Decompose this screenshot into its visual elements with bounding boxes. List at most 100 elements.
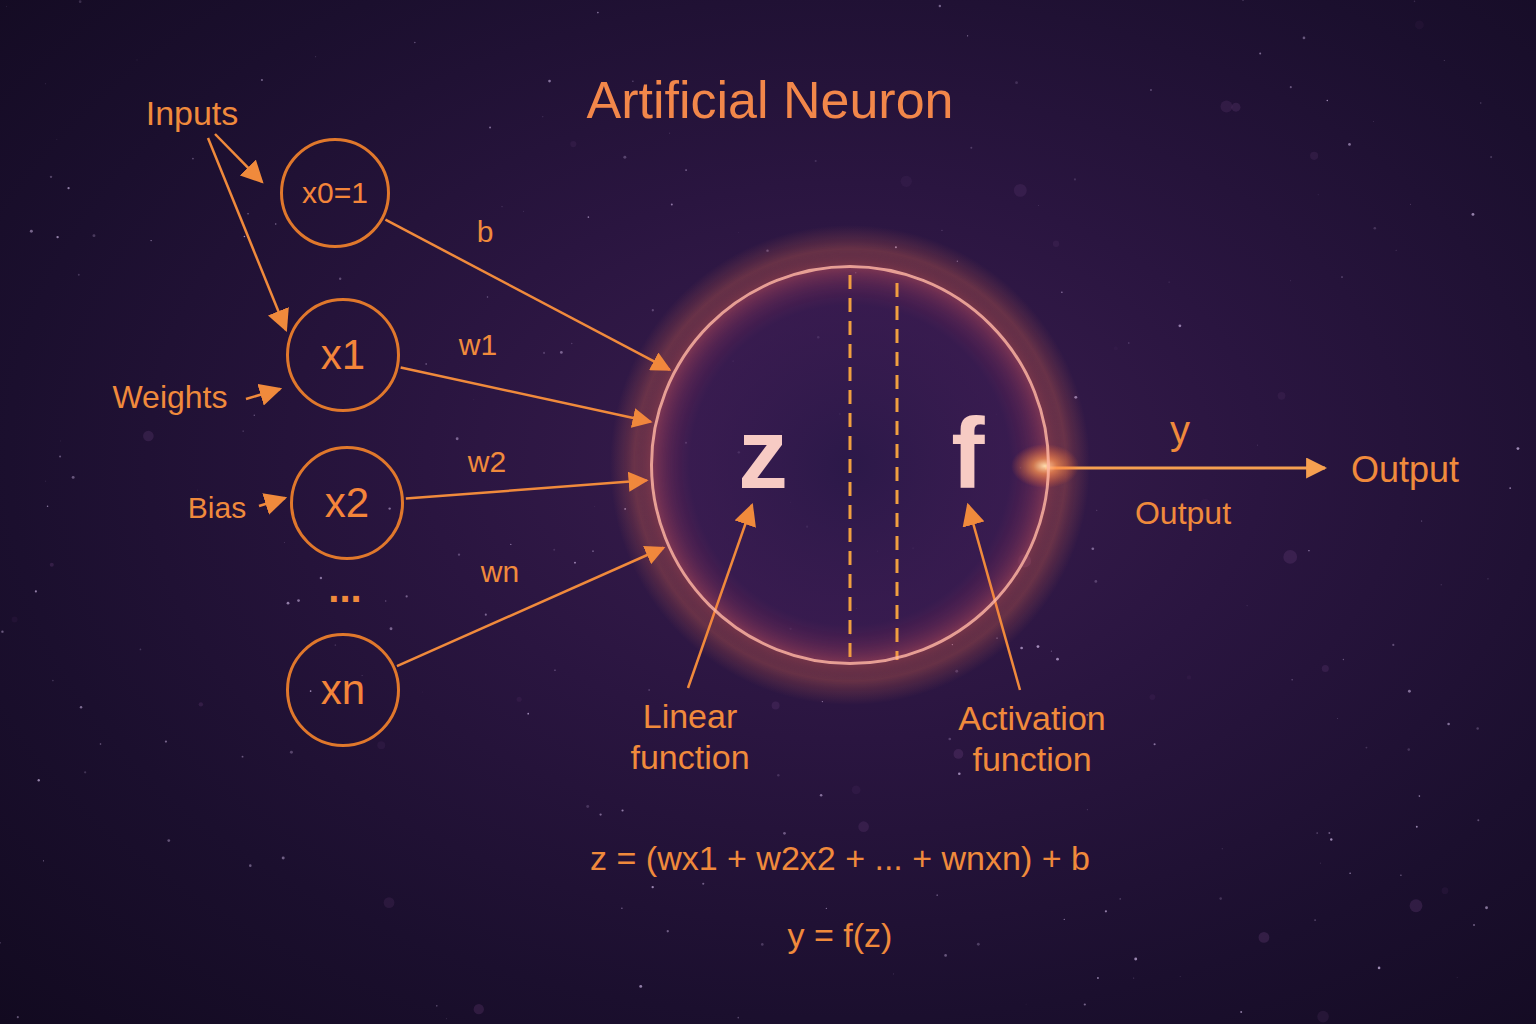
star bbox=[244, 236, 246, 238]
star bbox=[1096, 509, 1098, 511]
star bbox=[527, 713, 529, 715]
star bbox=[1343, 659, 1344, 660]
star bbox=[1349, 873, 1350, 874]
star bbox=[668, 132, 670, 134]
star bbox=[639, 985, 642, 988]
star bbox=[1516, 447, 1519, 450]
weight-connector bbox=[406, 480, 647, 498]
star bbox=[599, 813, 601, 815]
star bbox=[47, 505, 49, 507]
star bbox=[384, 897, 395, 908]
star bbox=[1414, 1, 1416, 3]
star bbox=[1487, 578, 1488, 579]
star bbox=[523, 210, 525, 212]
leader-line bbox=[259, 498, 285, 506]
diagram-title: Artificial Neuron bbox=[586, 69, 953, 131]
star bbox=[136, 59, 138, 61]
star bbox=[593, 505, 595, 507]
star bbox=[1231, 103, 1240, 112]
star bbox=[1283, 550, 1297, 564]
input-node: xn bbox=[286, 633, 400, 747]
leader-line bbox=[688, 505, 752, 688]
star bbox=[1051, 651, 1052, 652]
star bbox=[1476, 727, 1479, 730]
star bbox=[1097, 977, 1099, 979]
star bbox=[310, 690, 312, 692]
star bbox=[1447, 723, 1450, 726]
group-label: Inputs bbox=[146, 93, 239, 134]
star bbox=[84, 771, 86, 773]
star bbox=[1326, 100, 1328, 102]
star bbox=[820, 794, 823, 797]
star bbox=[59, 455, 61, 457]
star bbox=[422, 691, 424, 693]
star bbox=[1509, 487, 1511, 489]
star bbox=[1015, 81, 1018, 84]
star bbox=[1134, 958, 1137, 961]
star bbox=[1259, 932, 1270, 943]
neuron-core bbox=[650, 265, 1050, 665]
star bbox=[242, 430, 243, 431]
star bbox=[339, 278, 341, 280]
star bbox=[100, 743, 102, 745]
divider-line bbox=[896, 283, 899, 660]
star bbox=[761, 943, 764, 946]
star bbox=[458, 554, 460, 556]
star bbox=[1485, 906, 1488, 909]
star bbox=[38, 779, 40, 781]
star bbox=[1290, 280, 1292, 282]
star bbox=[1366, 747, 1368, 749]
star bbox=[1278, 392, 1286, 400]
star bbox=[1341, 276, 1343, 278]
weight-label: w2 bbox=[468, 444, 506, 480]
star bbox=[671, 203, 673, 205]
star bbox=[1303, 37, 1306, 40]
part-label: Linear function bbox=[595, 696, 785, 778]
star bbox=[1407, 748, 1410, 751]
star bbox=[297, 599, 300, 602]
star bbox=[485, 614, 487, 616]
star bbox=[1348, 143, 1351, 146]
star bbox=[1416, 826, 1418, 828]
star bbox=[1378, 967, 1381, 970]
star bbox=[1337, 717, 1339, 719]
star bbox=[388, 507, 390, 509]
star bbox=[487, 296, 488, 297]
star bbox=[414, 42, 416, 44]
star bbox=[79, 0, 82, 3]
signal-label: Output bbox=[1135, 494, 1231, 532]
star bbox=[456, 437, 459, 440]
star bbox=[548, 80, 551, 83]
star bbox=[1419, 795, 1421, 797]
star bbox=[1291, 679, 1292, 680]
star bbox=[1392, 644, 1394, 646]
star bbox=[1150, 89, 1152, 91]
star bbox=[1328, 832, 1330, 834]
star bbox=[1314, 919, 1316, 921]
star bbox=[56, 138, 58, 140]
input-name: xn bbox=[321, 666, 365, 714]
leader-line bbox=[968, 505, 1020, 690]
input-node: x0=1 bbox=[280, 138, 390, 248]
input-name: x2 bbox=[325, 479, 369, 527]
star bbox=[1014, 184, 1027, 197]
star bbox=[543, 352, 545, 354]
star bbox=[473, 399, 475, 401]
group-label: Weights bbox=[112, 378, 227, 416]
weight-label: wn bbox=[481, 554, 519, 590]
star bbox=[815, 160, 817, 162]
input-node: x1 bbox=[286, 298, 400, 412]
neuron-symbol: f bbox=[951, 403, 984, 503]
star bbox=[1105, 910, 1107, 912]
star bbox=[1133, 978, 1134, 979]
star bbox=[50, 176, 52, 178]
star bbox=[858, 821, 869, 832]
neuron-halo bbox=[610, 225, 1090, 705]
star bbox=[45, 480, 47, 482]
star bbox=[1310, 152, 1318, 160]
star bbox=[574, 562, 576, 564]
star bbox=[570, 141, 576, 147]
star bbox=[1400, 874, 1401, 875]
signal-name: y bbox=[1170, 406, 1190, 454]
